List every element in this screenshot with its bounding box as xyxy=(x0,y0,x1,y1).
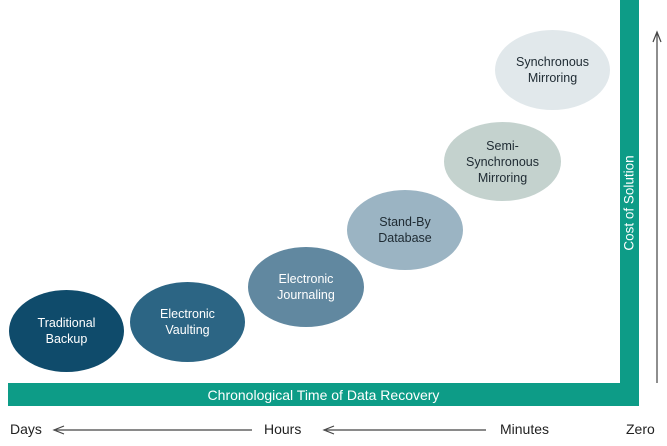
tick-days: Days xyxy=(10,421,42,437)
hours-to-days-arrow-head xyxy=(52,425,65,435)
stage-synchronous-mirroring: Synchronous Mirroring xyxy=(495,30,610,110)
stage-electronic-vaulting: Electronic Vaulting xyxy=(130,282,245,362)
stage-semi-synchronous-mirroring: Semi- Synchronous Mirroring xyxy=(444,122,561,201)
cost-arrow-head xyxy=(652,30,662,43)
tick-hours: Hours xyxy=(264,421,302,437)
time-axis-bar: Chronological Time of Data Recovery xyxy=(8,383,639,406)
stage-traditional-backup: Traditional Backup xyxy=(9,290,124,372)
stage-electronic-journaling: Electronic Journaling xyxy=(248,247,364,327)
tick-zero: Zero xyxy=(626,421,655,437)
time-axis-title: Chronological Time of Data Recovery xyxy=(207,386,440,403)
tick-minutes: Minutes xyxy=(500,421,550,437)
cost-axis-bar xyxy=(620,0,639,406)
minutes-to-hours-arrow-head xyxy=(322,425,335,435)
stage-stand-by-database: Stand-By Database xyxy=(347,190,463,270)
